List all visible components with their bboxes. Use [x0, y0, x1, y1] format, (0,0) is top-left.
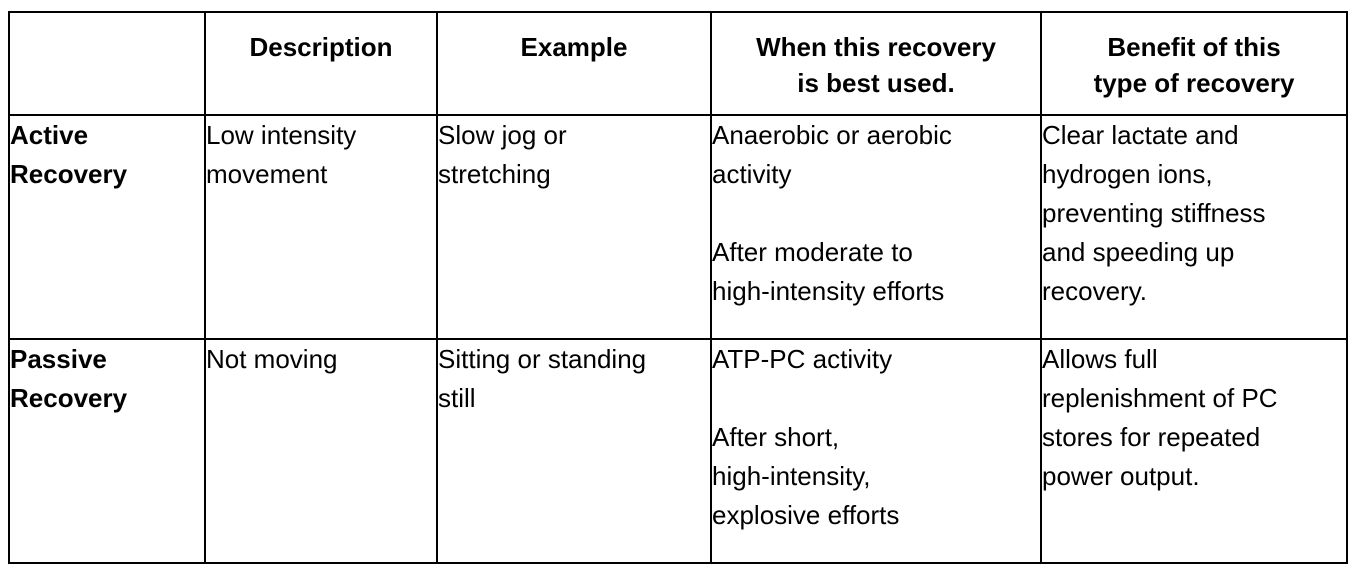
active-when-used-cell: Anaerobic or aerobic activity After mode…: [710, 114, 1042, 340]
passive-example-cell: Sitting or standing still: [436, 338, 712, 564]
table-row-passive-recovery: Passive Recovery Not moving Sitting or s…: [8, 338, 1348, 564]
row-label-passive-recovery: Passive Recovery: [8, 338, 206, 564]
header-corner-cell: [8, 11, 206, 116]
table-row-active-recovery: Active Recovery Low intensity movement S…: [8, 114, 1348, 340]
active-description-cell: Low intensity movement: [204, 114, 438, 340]
row-label-active-recovery: Active Recovery: [8, 114, 206, 340]
active-example-cell: Slow jog or stretching: [436, 114, 712, 340]
passive-description-cell: Not moving: [204, 338, 438, 564]
header-when-used: When this recovery is best used.: [710, 11, 1042, 116]
header-example: Example: [436, 11, 712, 116]
recovery-comparison-table: Description Example When this recovery i…: [8, 11, 1348, 564]
active-benefit-cell: Clear lactate and hydrogen ions, prevent…: [1040, 114, 1348, 340]
passive-benefit-cell: Allows full replenishment of PC stores f…: [1040, 338, 1348, 564]
header-description: Description: [204, 11, 438, 116]
header-benefit: Benefit of this type of recovery: [1040, 11, 1348, 116]
header-row: Description Example When this recovery i…: [8, 11, 1348, 116]
passive-when-used-cell: ATP-PC activity After short, high-intens…: [710, 338, 1042, 564]
